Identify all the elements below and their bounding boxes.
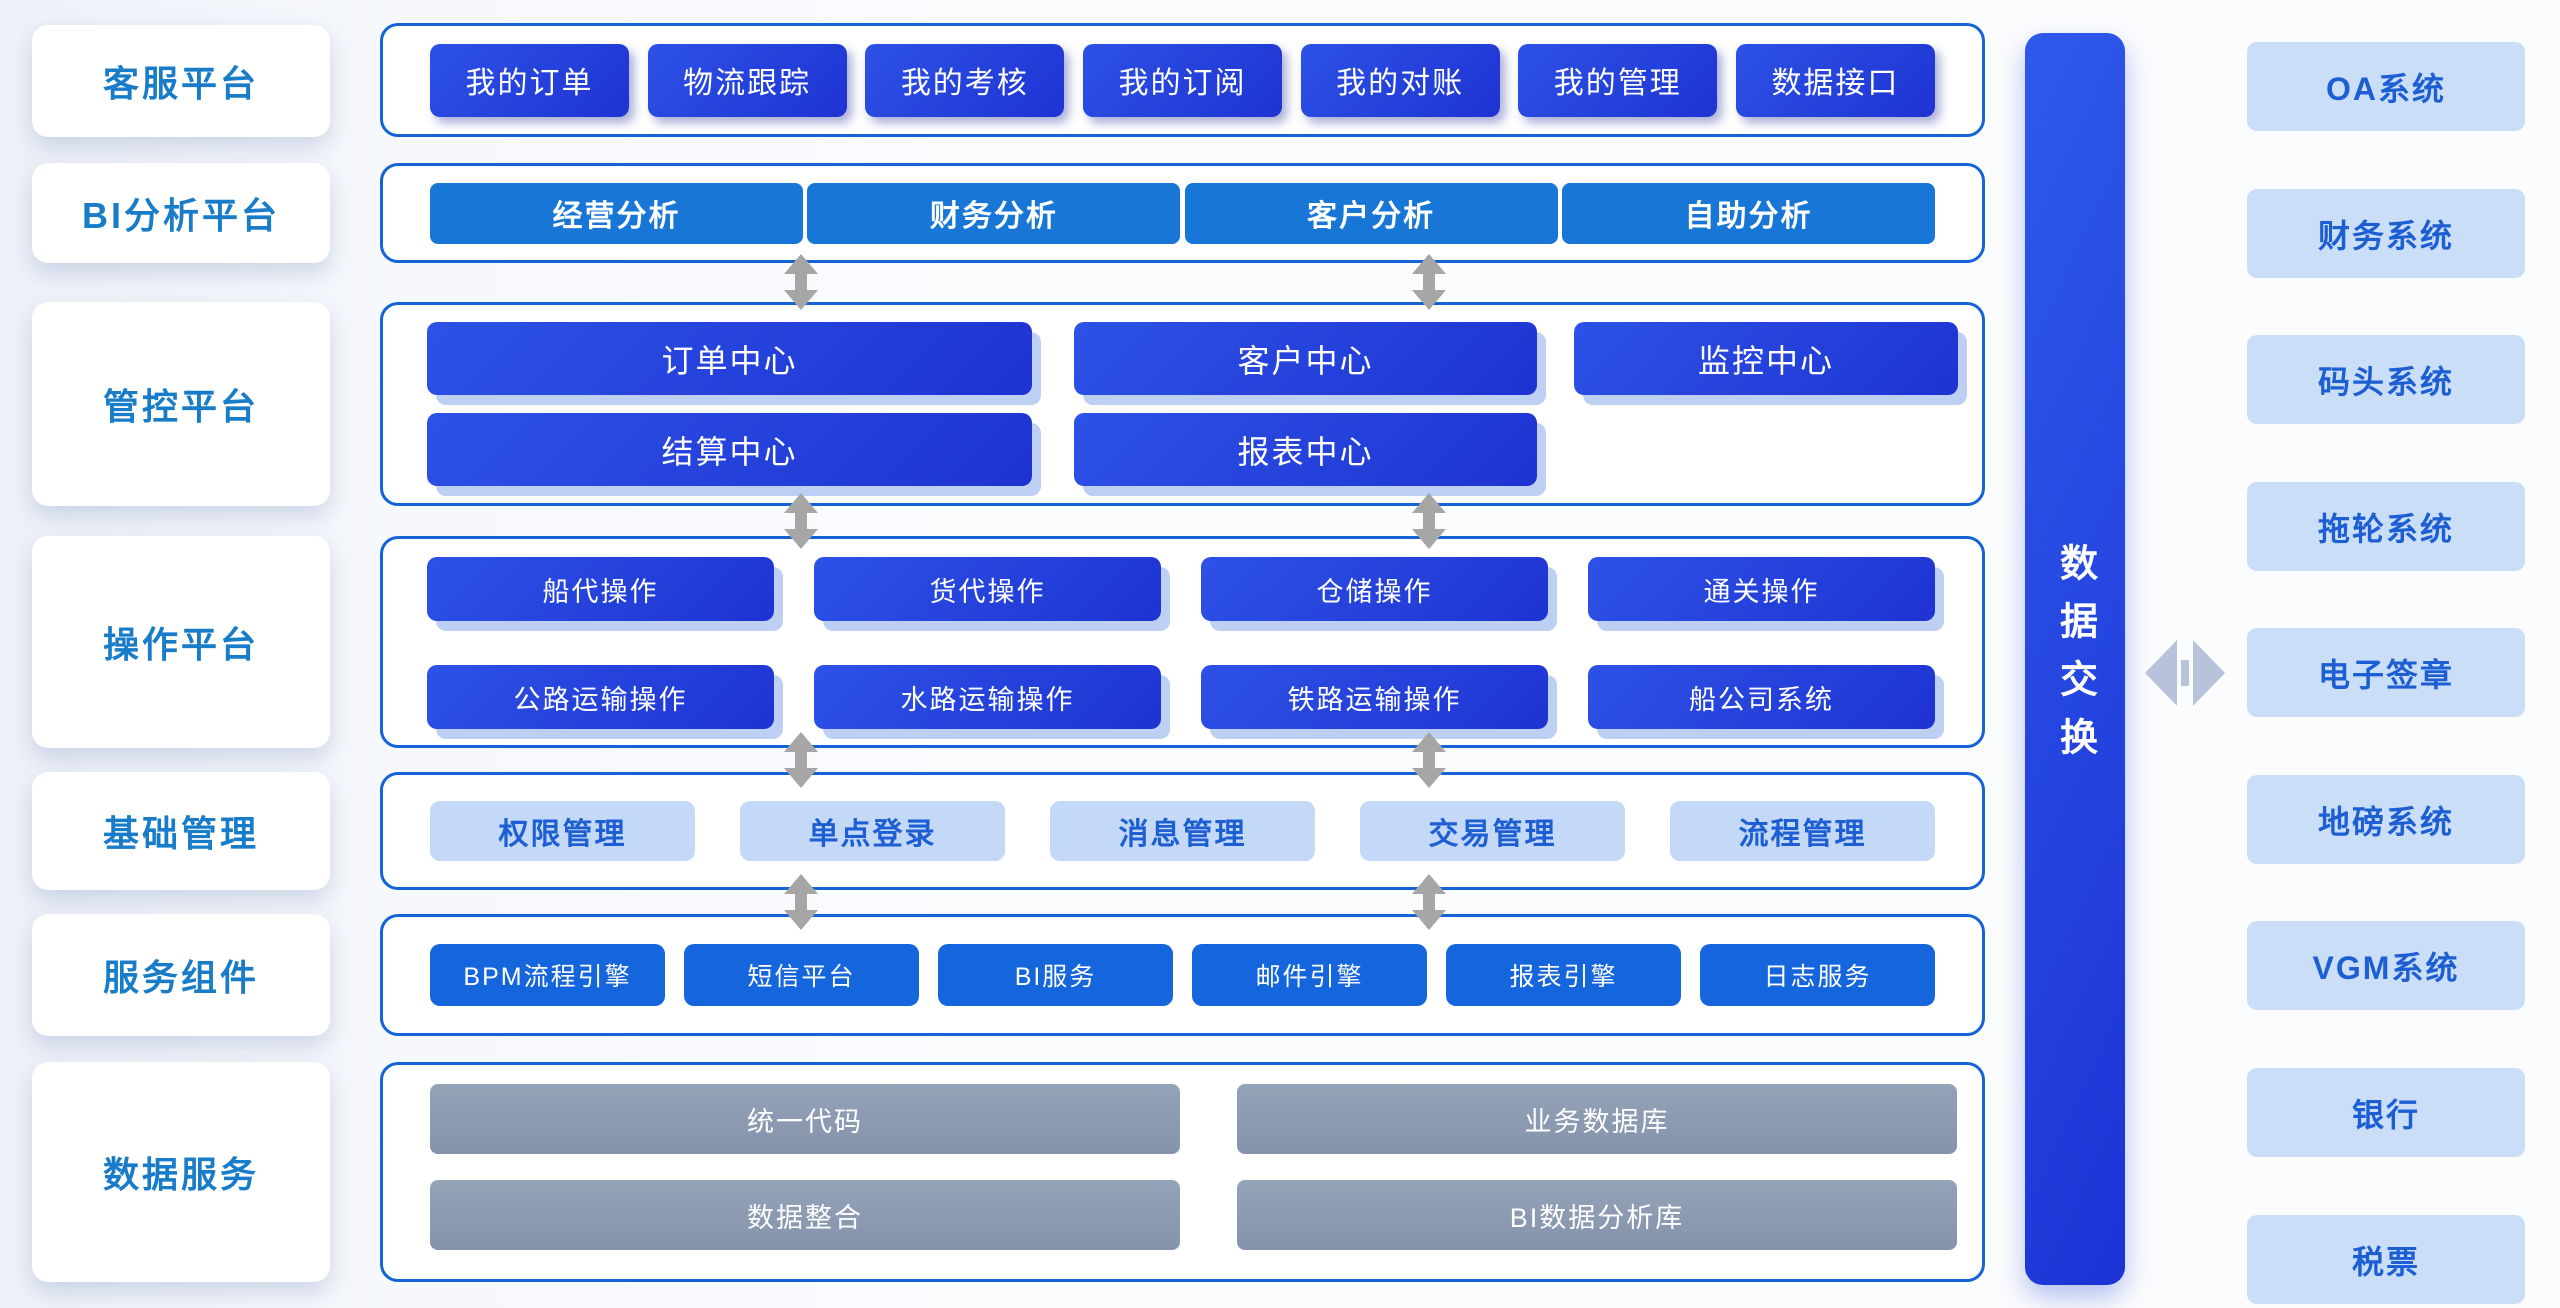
side-label-data-service: 数据服务 bbox=[32, 1062, 330, 1282]
box-single-sign-on: 单点登录 bbox=[740, 801, 1005, 861]
box-self-service-analysis: 自助分析 bbox=[1561, 182, 1935, 244]
external-system-weighbridge: 地磅系统 bbox=[2247, 775, 2525, 864]
side-label-base-management: 基础管理 bbox=[32, 772, 330, 890]
box-rail-transport-ops: 铁路运输操作 bbox=[1201, 665, 1548, 729]
external-system-terminal: 码头系统 bbox=[2247, 335, 2525, 424]
external-system-vgm: VGM系统 bbox=[2247, 921, 2525, 1010]
box-warehouse-ops: 仓储操作 bbox=[1201, 557, 1548, 621]
box-logistics-track: 物流跟踪 bbox=[647, 43, 847, 117]
box-customer-center: 客户中心 bbox=[1074, 322, 1537, 395]
box-bi-service: BI服务 bbox=[938, 944, 1173, 1006]
external-system-oa: OA系统 bbox=[2247, 42, 2525, 131]
box-sms-platform: 短信平台 bbox=[684, 944, 919, 1006]
side-label-control-platform: 管控平台 bbox=[32, 302, 330, 506]
box-order-center: 订单中心 bbox=[427, 322, 1032, 395]
external-system-bank: 银行 bbox=[2247, 1068, 2525, 1157]
box-my-subscription: 我的订阅 bbox=[1082, 43, 1282, 117]
external-system-finance: 财务系统 bbox=[2247, 189, 2525, 278]
box-ship-agency-ops: 船代操作 bbox=[427, 557, 774, 621]
box-unified-code: 统一代码 bbox=[430, 1084, 1180, 1154]
side-label-customer-service-platform: 客服平台 bbox=[32, 25, 330, 137]
up-down-arrow-icon bbox=[784, 732, 818, 788]
box-settlement-center: 结算中心 bbox=[427, 413, 1032, 486]
box-data-interface: 数据接口 bbox=[1735, 43, 1935, 117]
box-business-database: 业务数据库 bbox=[1237, 1084, 1957, 1154]
data-exchange-bar: 数据交换 bbox=[2025, 33, 2125, 1285]
up-down-arrow-icon bbox=[1412, 254, 1446, 310]
side-label-service-components: 服务组件 bbox=[32, 914, 330, 1036]
box-freight-agency-ops: 货代操作 bbox=[814, 557, 1161, 621]
box-my-reconcile: 我的对账 bbox=[1300, 43, 1500, 117]
external-system-tax: 税票 bbox=[2247, 1215, 2525, 1304]
box-customer-analysis: 客户分析 bbox=[1184, 182, 1558, 244]
box-process-mgmt: 流程管理 bbox=[1670, 801, 1935, 861]
box-data-integration: 数据整合 bbox=[430, 1180, 1180, 1250]
up-down-arrow-icon bbox=[1412, 874, 1446, 930]
box-water-transport-ops: 水路运输操作 bbox=[814, 665, 1161, 729]
box-monitor-center: 监控中心 bbox=[1574, 322, 1958, 395]
up-down-arrow-icon bbox=[1412, 493, 1446, 549]
row-service-components: BPM流程引擎 短信平台 BI服务 邮件引擎 报表引擎 日志服务 bbox=[380, 914, 1985, 1036]
up-down-arrow-icon bbox=[784, 493, 818, 549]
side-label-bi-analysis-platform: BI分析平台 bbox=[32, 163, 330, 263]
box-message-mgmt: 消息管理 bbox=[1050, 801, 1315, 861]
box-business-analysis: 经营分析 bbox=[430, 182, 803, 244]
up-down-arrow-icon bbox=[1412, 732, 1446, 788]
box-my-orders: 我的订单 bbox=[430, 43, 629, 117]
external-system-tugboat: 拖轮系统 bbox=[2247, 482, 2525, 571]
box-bi-analysis-database: BI数据分析库 bbox=[1237, 1180, 1957, 1250]
up-down-arrow-icon bbox=[784, 254, 818, 310]
box-mail-engine: 邮件引擎 bbox=[1192, 944, 1427, 1006]
box-customs-ops: 通关操作 bbox=[1588, 557, 1935, 621]
box-transaction-mgmt: 交易管理 bbox=[1360, 801, 1625, 861]
row-customer-service-platform: 我的订单 物流跟踪 我的考核 我的订阅 我的对账 我的管理 数据接口 bbox=[380, 23, 1985, 137]
box-finance-analysis: 财务分析 bbox=[807, 182, 1181, 244]
side-label-operation-platform: 操作平台 bbox=[32, 536, 330, 748]
up-down-arrow-icon bbox=[784, 874, 818, 930]
external-system-esignature: 电子签章 bbox=[2247, 628, 2525, 717]
data-exchange-label: 数据交换 bbox=[2053, 543, 2096, 775]
box-shipping-line-system: 船公司系统 bbox=[1588, 665, 1935, 729]
box-report-engine: 报表引擎 bbox=[1446, 944, 1681, 1006]
row-bi-analysis-platform: 经营分析 财务分析 客户分析 自助分析 bbox=[380, 163, 1985, 263]
box-log-service: 日志服务 bbox=[1700, 944, 1935, 1006]
left-right-arrow-icon bbox=[2145, 640, 2225, 706]
box-permission-mgmt: 权限管理 bbox=[430, 801, 695, 861]
box-report-center: 报表中心 bbox=[1074, 413, 1537, 486]
box-bpm-engine: BPM流程引擎 bbox=[430, 944, 665, 1006]
box-my-management: 我的管理 bbox=[1518, 43, 1718, 117]
box-road-transport-ops: 公路运输操作 bbox=[427, 665, 774, 729]
row-base-management: 权限管理 单点登录 消息管理 交易管理 流程管理 bbox=[380, 772, 1985, 890]
box-my-assessment: 我的考核 bbox=[865, 43, 1065, 117]
